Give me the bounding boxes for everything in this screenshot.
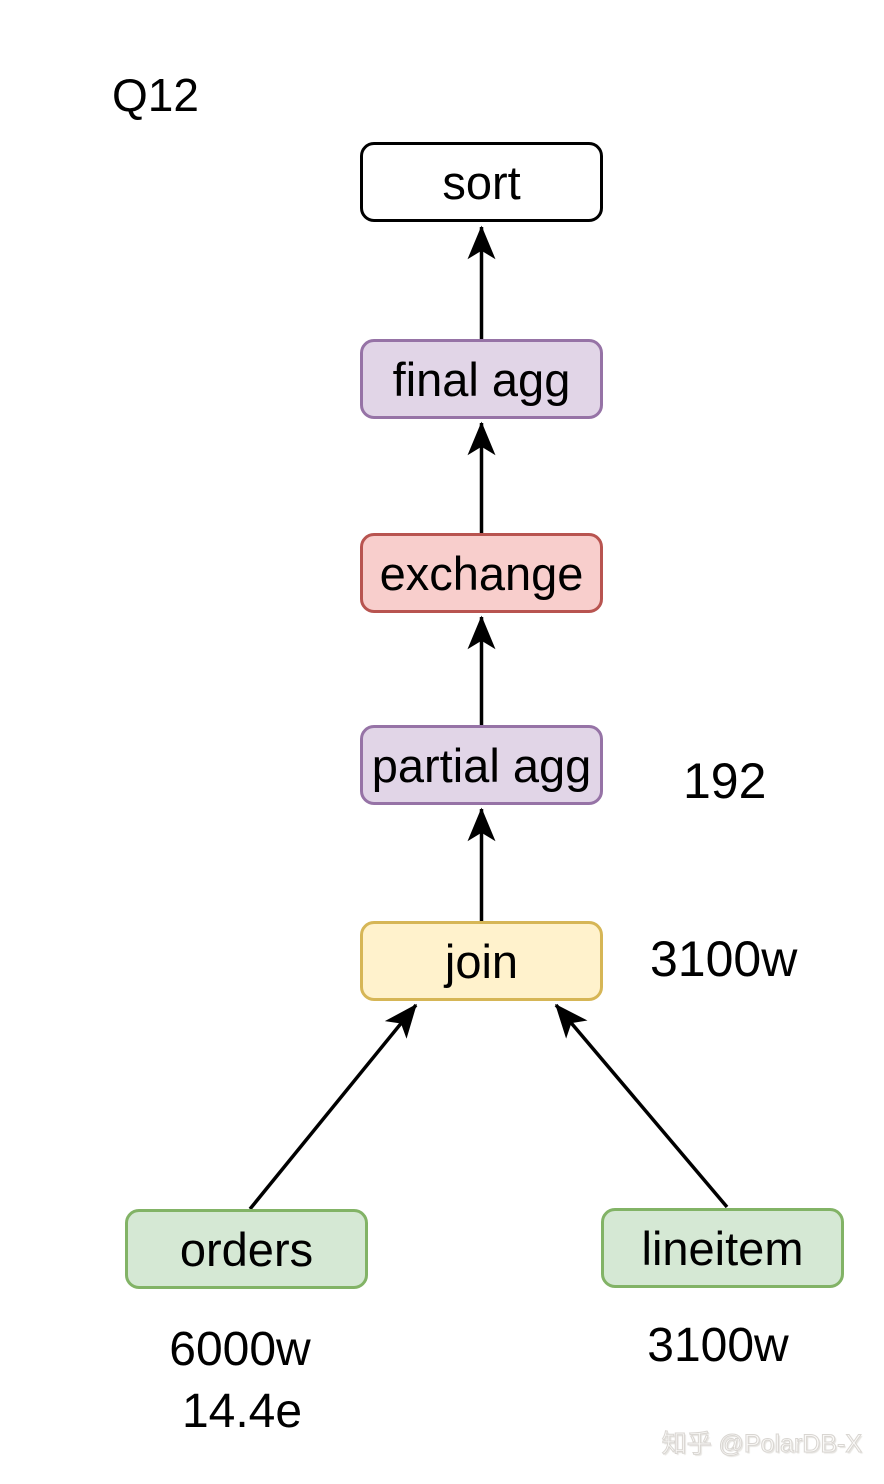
annotation-join-rowcount: 3100w <box>650 931 798 987</box>
node-join-label: join <box>444 934 519 988</box>
node-sort-label: sort <box>442 155 521 209</box>
node-orders: orders <box>125 1209 368 1289</box>
watermark: 知乎 @PolarDB-X <box>661 1430 862 1459</box>
node-partial-agg: partial agg <box>360 725 603 805</box>
node-exchange-label: exchange <box>379 546 584 600</box>
node-final-agg: final agg <box>360 339 603 419</box>
diagram-title: Q12 <box>112 69 199 121</box>
edge-lineitem-to-join <box>554 1003 729 1209</box>
node-sort: sort <box>360 142 603 222</box>
node-partial-agg-label: partial agg <box>371 738 592 792</box>
annotation-lineitem-rowcount: 3100w <box>647 1319 789 1372</box>
node-final-agg-label: final agg <box>392 352 571 406</box>
node-orders-label: orders <box>179 1222 314 1276</box>
edge-orders-to-join <box>248 1003 418 1211</box>
annotation-orders-rowcount: 6000w <box>169 1323 311 1376</box>
node-lineitem: lineitem <box>601 1208 844 1288</box>
node-lineitem-label: lineitem <box>641 1221 804 1275</box>
node-exchange: exchange <box>360 533 603 613</box>
annotation-partial-agg-rowcount: 192 <box>683 753 767 809</box>
node-join: join <box>360 921 603 1001</box>
annotation-orders-rowcount-2: 14.4e <box>181 1385 303 1438</box>
